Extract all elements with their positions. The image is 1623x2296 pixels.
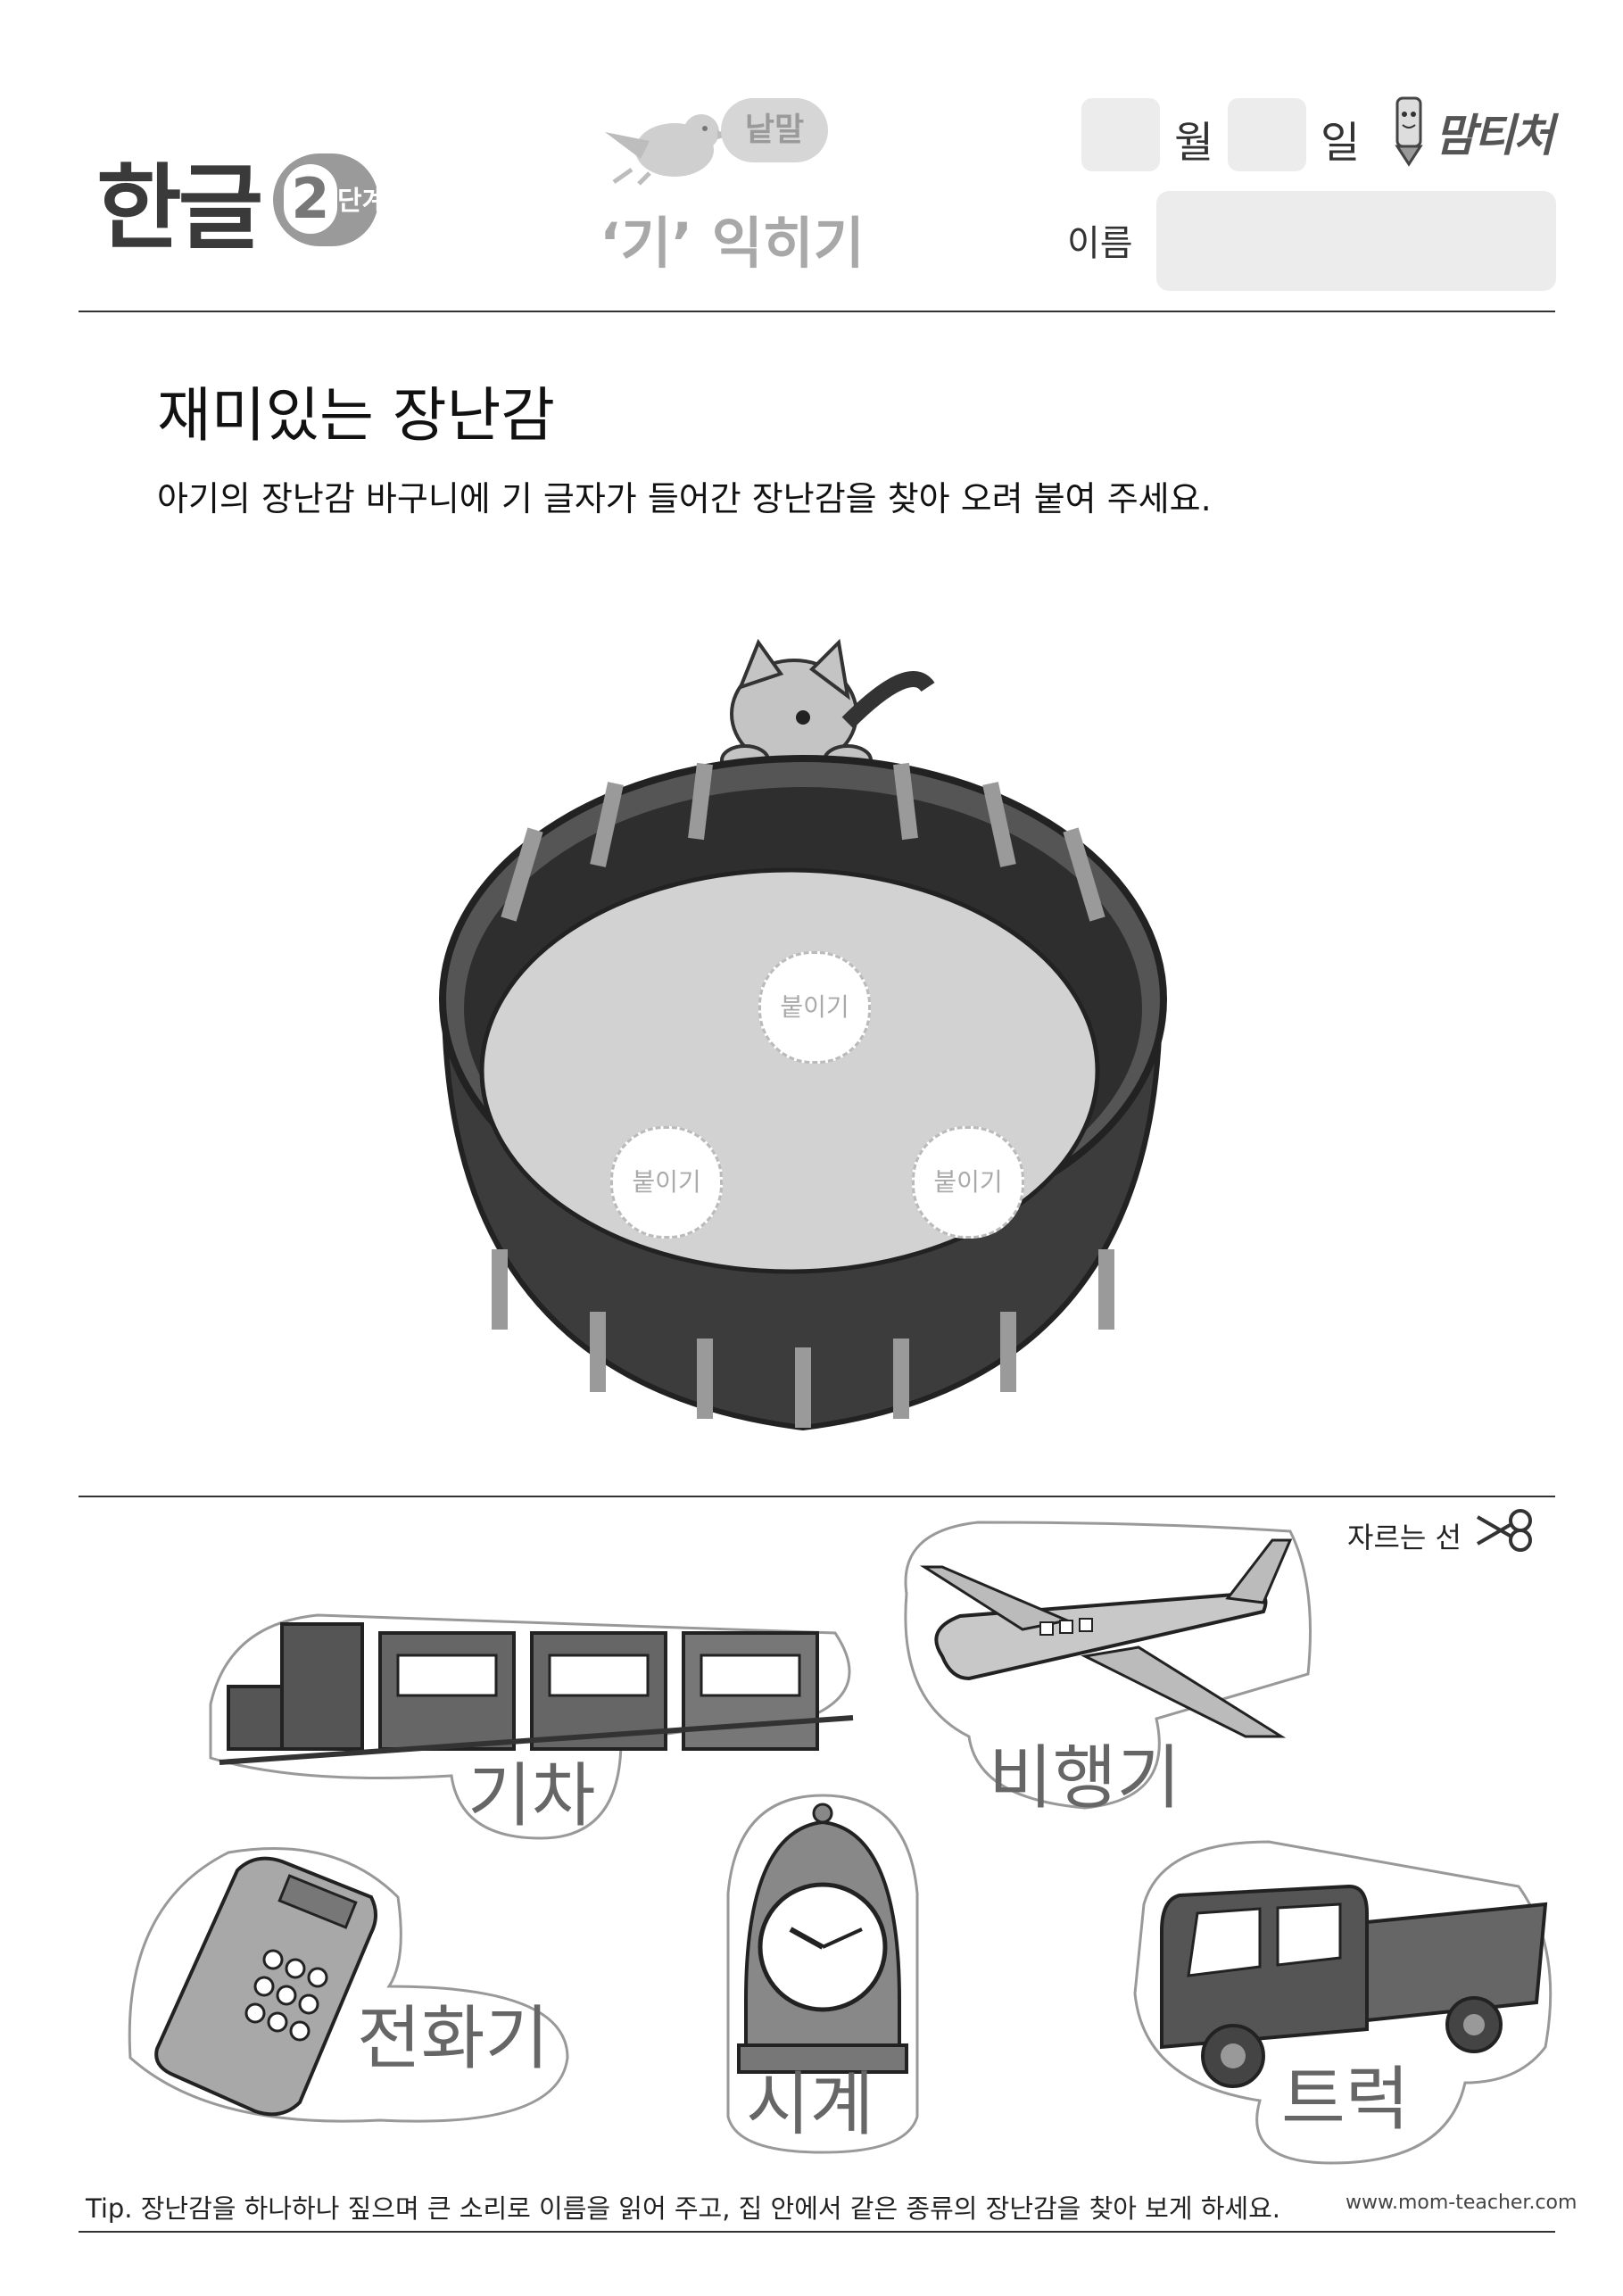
level-number: 2 bbox=[284, 164, 337, 234]
page-subtitle: ‘기’ 익히기 bbox=[600, 211, 865, 276]
puppy-icon bbox=[720, 638, 935, 776]
pencil-mascot-icon bbox=[1395, 96, 1423, 167]
paste-spot[interactable]: 붙이기 bbox=[610, 1126, 723, 1239]
month-field[interactable] bbox=[1081, 98, 1160, 171]
name-label: 이름 bbox=[1067, 223, 1133, 264]
month-label: 월 bbox=[1174, 118, 1214, 168]
paste-spot[interactable]: 붙이기 bbox=[912, 1126, 1024, 1239]
telephone-cutout[interactable] bbox=[104, 1835, 576, 2138]
footer-divider bbox=[79, 2231, 1555, 2233]
toy-label: 기차 bbox=[468, 1756, 596, 1836]
day-label: 일 bbox=[1321, 118, 1361, 168]
toy-label: 전화기 bbox=[357, 1999, 550, 2079]
tip-text: Tip. 장난감을 하나하나 짚으며 큰 소리로 이름을 읽어 주고, 집 안에… bbox=[86, 2193, 1280, 2224]
site-url[interactable]: www.mom-teacher.com bbox=[1346, 2192, 1577, 2214]
section-title: 재미있는 장난감 bbox=[157, 381, 556, 450]
name-field[interactable] bbox=[1156, 191, 1556, 291]
airplane-icon bbox=[919, 1538, 1293, 1738]
toy-label: 비행기 bbox=[989, 1738, 1181, 1819]
logo-text: 맘티처 bbox=[1435, 110, 1554, 162]
day-field[interactable] bbox=[1228, 98, 1306, 171]
toy-label: 시계 bbox=[746, 2065, 874, 2145]
train-cutout[interactable] bbox=[193, 1571, 871, 1856]
header-divider bbox=[79, 311, 1555, 312]
clock-cutout[interactable] bbox=[719, 1786, 926, 2161]
truck-cutout[interactable] bbox=[1126, 1833, 1561, 2172]
word-tag: 낱말 bbox=[721, 98, 828, 162]
bird-icon bbox=[605, 114, 730, 186]
cut-line-label: 자르는 선 bbox=[1347, 1521, 1462, 1554]
scissors-icon bbox=[1476, 1509, 1532, 1552]
truck-icon bbox=[1160, 1884, 1548, 2088]
clock-icon bbox=[737, 1803, 908, 2074]
paste-spot[interactable]: 붙이기 bbox=[758, 951, 871, 1064]
telephone-icon bbox=[154, 1856, 377, 2117]
train-icon bbox=[219, 1622, 854, 1765]
toy-label: 트럭 bbox=[1281, 2060, 1410, 2140]
airplane-cutout[interactable] bbox=[889, 1513, 1317, 1817]
instruction-text: 아기의 장난감 바구니에 기 글자가 들어간 장난감을 찾아 오려 붙여 주세요… bbox=[157, 479, 1212, 518]
level-label: 단계 bbox=[337, 186, 387, 217]
brand-title: 한글 bbox=[96, 153, 263, 262]
cut-divider bbox=[79, 1496, 1555, 1497]
